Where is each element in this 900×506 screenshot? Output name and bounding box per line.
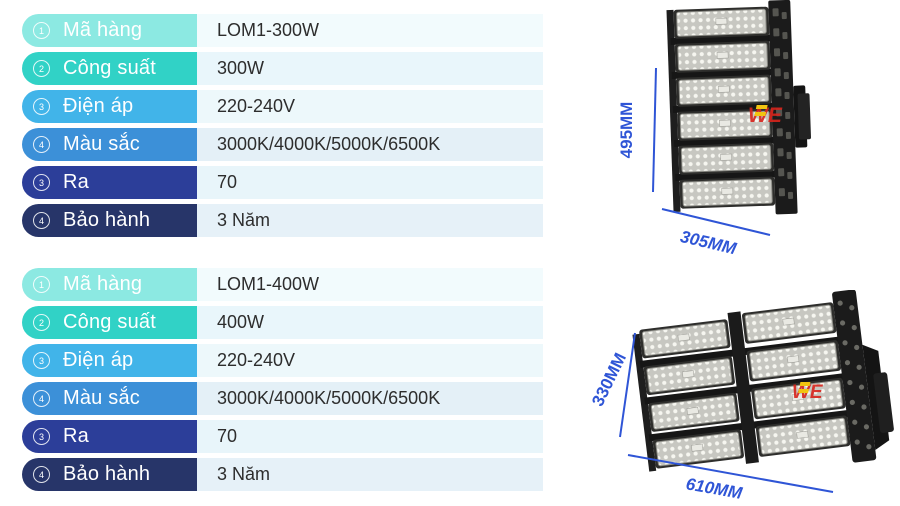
spec-value: 300W	[197, 52, 543, 85]
table-row: 2 Công suất 400W	[22, 306, 543, 339]
spec-label-pill: 2 Công suất	[22, 306, 197, 339]
table-row: 4 Màu sắc 3000K/4000K/5000K/6500K	[22, 382, 543, 415]
right-rail	[832, 290, 877, 463]
dimension-label-495mm: 495MM	[617, 102, 636, 159]
spec-label-pill: 4 Màu sắc	[22, 128, 197, 161]
mount-bracket-arm	[873, 372, 894, 433]
row-number-badge: 4	[33, 212, 50, 229]
spec-label-pill: 4 Bảo hành	[22, 204, 197, 237]
spec-value: 220-240V	[197, 344, 543, 377]
row-number-badge: 1	[33, 276, 50, 293]
spec-label-pill: 3 Điện áp	[22, 90, 197, 123]
table-row: 4 Bảo hành 3 Năm	[22, 458, 543, 491]
spec-label-pill: 2 Công suất	[22, 52, 197, 85]
center-spine	[727, 311, 759, 464]
brand-watermark: WE	[748, 104, 783, 127]
spec-label: Màu sắc	[63, 387, 140, 409]
spec-value: 400W	[197, 306, 543, 339]
row-number-badge: 2	[33, 314, 50, 331]
row-number-badge: 2	[33, 60, 50, 77]
spec-label: Điện áp	[63, 349, 134, 371]
row-number-badge: 4	[33, 466, 50, 483]
floodlight-300w-image: WE	[666, 0, 811, 215]
table-row: 3 Điện áp 220-240V	[22, 344, 543, 377]
spec-label-pill: 1 Mã hàng	[22, 14, 197, 47]
spec-label-pill: 3 Điện áp	[22, 344, 197, 377]
table-row: 3 Ra 70	[22, 166, 543, 199]
spec-label: Màu sắc	[63, 133, 140, 155]
table-row: 4 Bảo hành 3 Năm	[22, 204, 543, 237]
led-modules	[673, 6, 776, 209]
watermark-bar	[799, 382, 811, 386]
table-row: 3 Ra 70	[22, 420, 543, 453]
mount-bracket-arm	[797, 93, 811, 140]
spec-label: Mã hàng	[63, 19, 143, 41]
watermark-bar	[755, 105, 768, 109]
spec-value: 70	[197, 420, 543, 453]
spec-value: 3000K/4000K/5000K/6500K	[197, 382, 543, 415]
row-number-badge: 4	[33, 390, 50, 407]
rail-bolts	[772, 8, 794, 199]
table-row: 1 Mã hàng LOM1-400W	[22, 268, 543, 301]
row-number-badge: 3	[33, 352, 50, 369]
spec-value: 3 Năm	[197, 204, 543, 237]
spec-table-400w: 1 Mã hàng LOM1-400W 2 Công suất 400W 3 Đ…	[22, 268, 543, 496]
row-number-badge: 1	[33, 22, 50, 39]
spec-value: 70	[197, 166, 543, 199]
spec-label-pill: 3 Ra	[22, 420, 197, 453]
table-row: 4 Màu sắc 3000K/4000K/5000K/6500K	[22, 128, 543, 161]
spec-label-pill: 1 Mã hàng	[22, 268, 197, 301]
row-number-badge: 3	[33, 174, 50, 191]
spec-table-300w: 1 Mã hàng LOM1-300W 2 Công suất 300W 3 Đ…	[22, 14, 543, 242]
spec-label-pill: 4 Màu sắc	[22, 382, 197, 415]
connector-bars	[670, 34, 791, 181]
spec-label: Bảo hành	[63, 209, 151, 231]
spec-label-pill: 3 Ra	[22, 166, 197, 199]
spec-value: 220-240V	[197, 90, 543, 123]
spec-label: Mã hàng	[63, 273, 143, 295]
rail-bolts	[837, 300, 872, 450]
row-number-badge: 3	[33, 98, 50, 115]
floodlight-body	[632, 290, 894, 472]
spec-label: Ra	[63, 171, 89, 193]
table-row: 2 Công suất 300W	[22, 52, 543, 85]
spec-label: Điện áp	[63, 95, 134, 117]
table-row: 1 Mã hàng LOM1-300W	[22, 14, 543, 47]
spec-label: Ra	[63, 425, 89, 447]
spec-value: LOM1-400W	[197, 268, 543, 301]
watermark-bar	[798, 389, 809, 393]
brand-watermark: WE	[792, 382, 824, 403]
row-number-badge: 3	[33, 428, 50, 445]
floodlight-body	[666, 0, 811, 215]
spec-value: LOM1-300W	[197, 14, 543, 47]
watermark-bar	[754, 112, 767, 116]
spec-label: Bảo hành	[63, 463, 151, 485]
floodlight-400w-image: WE	[632, 290, 894, 472]
led-modules	[639, 302, 851, 469]
row-number-badge: 4	[33, 136, 50, 153]
spec-label: Công suất	[63, 57, 156, 79]
spec-label-pill: 4 Bảo hành	[22, 458, 197, 491]
spec-value: 3000K/4000K/5000K/6500K	[197, 128, 543, 161]
spec-label: Công suất	[63, 311, 156, 333]
spec-value: 3 Năm	[197, 458, 543, 491]
table-row: 3 Điện áp 220-240V	[22, 90, 543, 123]
